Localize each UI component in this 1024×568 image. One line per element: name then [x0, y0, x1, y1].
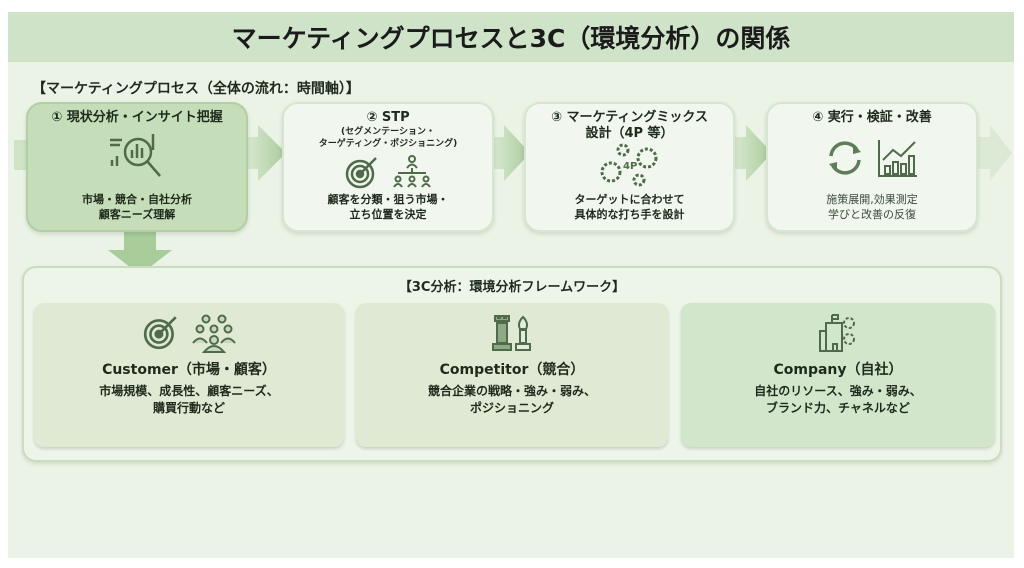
card-desc: 自社のリソース、強み・弱み、 [754, 384, 922, 398]
step-desc: 具体的な打ち手を設計 [574, 208, 685, 221]
card-desc: 市場規模、成長性、顧客ニーズ、 [99, 384, 279, 398]
down-arrow-icon [108, 230, 172, 275]
arrow-icon [733, 125, 772, 181]
4p-label: 4P [623, 161, 637, 172]
arrow-icon [246, 125, 286, 181]
arrow-icon [14, 140, 26, 170]
step-desc: 顧客ニーズ理解 [98, 208, 176, 221]
step-desc: ターゲットに合わせて [574, 193, 685, 206]
arrow-icon [976, 125, 1012, 181]
flow-arrows [14, 125, 1012, 275]
card-desc: 競合企業の戦略・強み・弱み、 [427, 384, 596, 398]
step-title: 設計（4P 等） [585, 126, 674, 141]
card-competitor: Competitor（競合） 競合企業の戦略・強み・弱み、ポジショニング [356, 303, 668, 447]
step-desc: 顧客を分類・狙う市場・ [327, 193, 449, 206]
step-title: ② STP [366, 110, 410, 125]
cycle-icon [829, 141, 861, 175]
step-1-box: ① 現状分析・インサイト把握 市場・競合・自社分析顧客ニーズ理解 [26, 102, 248, 232]
step-3-box: ③ マーケティングミックス 設計（4P 等） 4P ターゲットに合わせて具体的な… [524, 102, 735, 232]
step-title: ④ 実行・検証・改善 [812, 110, 932, 125]
target-icon [143, 316, 177, 350]
step-subtitle: ターゲティング・ポジショニング) [318, 139, 458, 149]
step-desc: 学びと改善の反復 [828, 208, 916, 221]
card-desc: ブランド力、チャネルなど [766, 401, 910, 415]
card-title: Competitor（競合） [439, 362, 585, 378]
magnifier-chart-icon [110, 134, 161, 177]
hierarchy-people-icon [393, 155, 431, 188]
building-gear-icon [819, 314, 855, 352]
card-company: Company（自社） 自社のリソース、強み・弱み、ブランド力、チャネルなど [681, 303, 995, 447]
page-title: マーケティングプロセスと3C（環境分析）の関係 [8, 12, 1014, 62]
arrow-icon [492, 125, 530, 181]
process-heading: 【マーケティングプロセス（全体の流れ：時間軸）】 [32, 81, 360, 97]
framework-heading: 【3C分析：環境分析フレームワーク】 [398, 280, 626, 295]
chess-pieces-icon [492, 315, 531, 351]
step-desc: 立ち位置を決定 [349, 208, 427, 221]
step-subtitle: (セグメンテーション・ [341, 127, 435, 137]
step-title: ① 現状分析・インサイト把握 [51, 110, 223, 125]
gears-icon: 4P [600, 143, 657, 187]
card-title: Customer（市場・顧客） [102, 362, 276, 378]
card-desc: ポジショニング [469, 401, 554, 415]
growth-chart-icon [878, 140, 917, 177]
card-desc: 購買行動など [152, 401, 225, 415]
step-2-box: ② STP (セグメンテーション・ ターゲティング・ポジショニング) 顧客を分類… [282, 102, 494, 232]
step-title: ③ マーケティングミックス [550, 110, 709, 125]
target-icon [345, 157, 377, 189]
step-desc: 市場・競合・自社分析 [82, 193, 192, 206]
crowd-icon [192, 314, 236, 353]
card-customer: Customer（市場・顧客） 市場規模、成長性、顧客ニーズ、購買行動など [34, 303, 344, 447]
card-title: Company（自社） [773, 362, 903, 378]
step-4-box: ④ 実行・検証・改善 施策展開,効果測定学びと改善の反復 [766, 102, 978, 232]
step-desc: 施策展開,効果測定 [826, 193, 918, 206]
